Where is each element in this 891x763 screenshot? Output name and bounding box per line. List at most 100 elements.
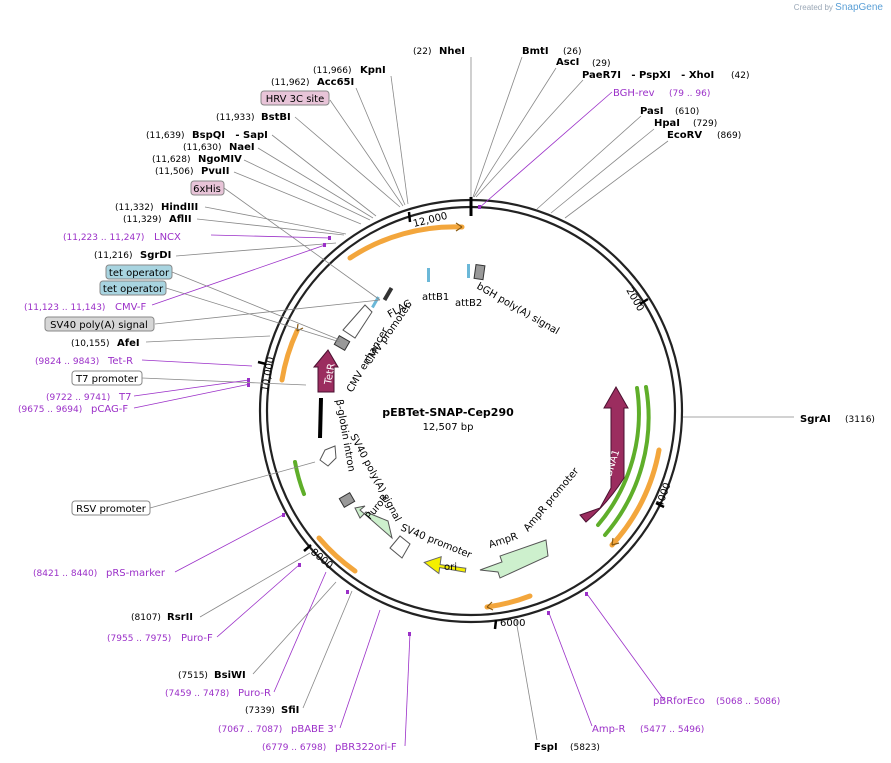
- box-tet-operator-1: [105, 264, 173, 280]
- tick-10000-label: 10,000: [260, 356, 277, 392]
- site-name-ngomiv: NgoMIV: [198, 154, 242, 165]
- box-tet-operator-2: [99, 280, 167, 296]
- leader-fspi: [515, 619, 538, 741]
- site-pos-sgrai: (3116): [845, 415, 875, 425]
- leader-prs-marker: [174, 514, 284, 573]
- primer-range-lncx: (11,223 .. 11,247): [63, 233, 144, 243]
- green-arcs: [293, 385, 651, 537]
- primer-range-pbrforeco: (5068 .. 5086): [716, 697, 780, 707]
- leader-pbabe3: [339, 609, 381, 729]
- mark-amp-r: [547, 611, 550, 615]
- arc-bottom-left: [316, 535, 358, 574]
- inner-label-ampr: AmpR: [488, 531, 520, 551]
- tick-2000-mark: [639, 297, 649, 306]
- mark-bgh-rev: [478, 205, 481, 209]
- mark-puro-r: [346, 590, 349, 594]
- box-text-tet-operator-2: tet operator: [103, 284, 164, 295]
- tick-6000-mark: [493, 619, 498, 630]
- site-pos-asci: (29): [592, 59, 610, 69]
- box-rsv-promoter: [71, 500, 151, 516]
- site-pos-hpai: (729): [693, 119, 717, 129]
- leader-6xhis: [223, 187, 381, 301]
- arrowhead-right: [611, 537, 620, 546]
- mark-puro-f: [298, 563, 301, 567]
- site-pos-pvuii: (11,506): [155, 167, 194, 177]
- leader-kpni: [390, 75, 409, 205]
- primer-name-prs-marker: pRS-marker: [106, 568, 166, 579]
- site-name-acc65i: Acc65I: [317, 77, 354, 88]
- tick-4000-label: 4000: [654, 481, 673, 509]
- site-pos-ngomiv: (11,628): [152, 155, 191, 165]
- inner-label-sv40-promoter: SV40 promoter: [399, 523, 474, 562]
- leader-pasi: [536, 115, 642, 210]
- site-name-afei: AfeI: [117, 338, 140, 349]
- primer-range-bgh-rev: (79 .. 96): [669, 89, 710, 99]
- site-name-asci: AscI: [556, 57, 579, 68]
- site-name-hpai: HpaI: [654, 118, 680, 129]
- leader-tet-r: [141, 359, 253, 367]
- primer-name-pbrforeco: pBRforEco: [653, 696, 705, 707]
- site-pos-sfii: (7339): [245, 706, 275, 716]
- primer-range-prs-marker: (8421 .. 8440): [33, 569, 97, 579]
- primer-range-tet-r: (9824 .. 9843): [35, 357, 99, 367]
- leader-t7: [133, 379, 250, 397]
- box-6xhis: [190, 180, 225, 196]
- beta-globin-intron-bar: [318, 397, 323, 439]
- mark-pcag-f: [247, 383, 250, 387]
- box-text-sv40-polya: SV40 poly(A) signal: [50, 320, 148, 331]
- mark-pbr322ori-f: [408, 632, 411, 636]
- snapgene-watermark: Created by SnapGene: [794, 2, 883, 13]
- site-name-sapi: BspQI - SapI: [192, 130, 268, 141]
- box-text-t7-promoter: T7 promoter: [75, 374, 139, 385]
- arc-top: [347, 224, 465, 261]
- leader-sfii: [302, 590, 353, 709]
- primer-range-puro-f: (7955 .. 7975): [107, 634, 171, 644]
- site-pos-nhei: (22): [413, 47, 431, 57]
- his-box: [371, 296, 380, 309]
- leader-pcag-f: [133, 383, 251, 409]
- site-pos-kpni: (11,966): [313, 66, 352, 76]
- inner-label-attb2: attB2: [455, 298, 482, 309]
- arc-bottom: [484, 593, 533, 610]
- site-name-kpni: KpnI: [360, 65, 386, 76]
- primer-name-puro-r: Puro-R: [238, 688, 271, 699]
- primer-name-lncx: LNCX: [154, 232, 181, 243]
- site-name-bsiwi: BsiWI: [214, 670, 246, 681]
- primer-name-puro-f: Puro-F: [181, 633, 213, 644]
- inner-label-ampr-promoter: AmpR promoter: [522, 465, 582, 534]
- leader-naei: [257, 147, 374, 219]
- tick-8000-mark: [303, 544, 312, 552]
- ebna1-arrow: [579, 385, 629, 523]
- sv40-promoter-arrow-left: [319, 445, 337, 467]
- box-text-tet-operator-1: tet operator: [109, 268, 170, 279]
- box-hrv3c: [260, 90, 330, 106]
- site-pos-fspi: (5823): [570, 743, 600, 753]
- primer-marks: [247, 205, 588, 636]
- leader-ngomiv: [243, 159, 371, 221]
- primer-range-amp-r: (5477 .. 5496): [640, 725, 704, 735]
- tick-marks: [257, 211, 665, 630]
- leader-sv40-polya: [154, 299, 381, 325]
- green-arc-2: [596, 386, 641, 527]
- arrowhead-top: [455, 222, 463, 232]
- leader-hindiii: [204, 206, 347, 235]
- mark-t7: [247, 378, 250, 382]
- site-leader-lines: [141, 56, 794, 741]
- leader-sapi: [271, 134, 377, 217]
- primer-name-pcag-f: pCAG-F: [91, 404, 128, 415]
- tick-4000-mark: [655, 501, 665, 509]
- leader-t7-promoter: [141, 377, 307, 386]
- leader-aflii: [196, 218, 345, 236]
- leader-ecorv: [564, 140, 669, 219]
- site-pos-bsiwi: (7515): [178, 671, 208, 681]
- site-pos-afei: (10,155): [71, 339, 110, 349]
- leader-tet-operator-1: [171, 271, 341, 341]
- site-pos-hindiii: (11,332): [115, 203, 154, 213]
- arrowhead-bottom: [486, 601, 494, 611]
- site-name-sgrai: SgrAI: [800, 414, 831, 425]
- green-arc-3: [293, 460, 306, 496]
- site-pos-naei: (11,630): [183, 143, 222, 153]
- leader-bsiwi: [252, 581, 337, 675]
- site-name-pvuii: PvuII: [201, 166, 229, 177]
- bgh-polya-box: [473, 263, 486, 281]
